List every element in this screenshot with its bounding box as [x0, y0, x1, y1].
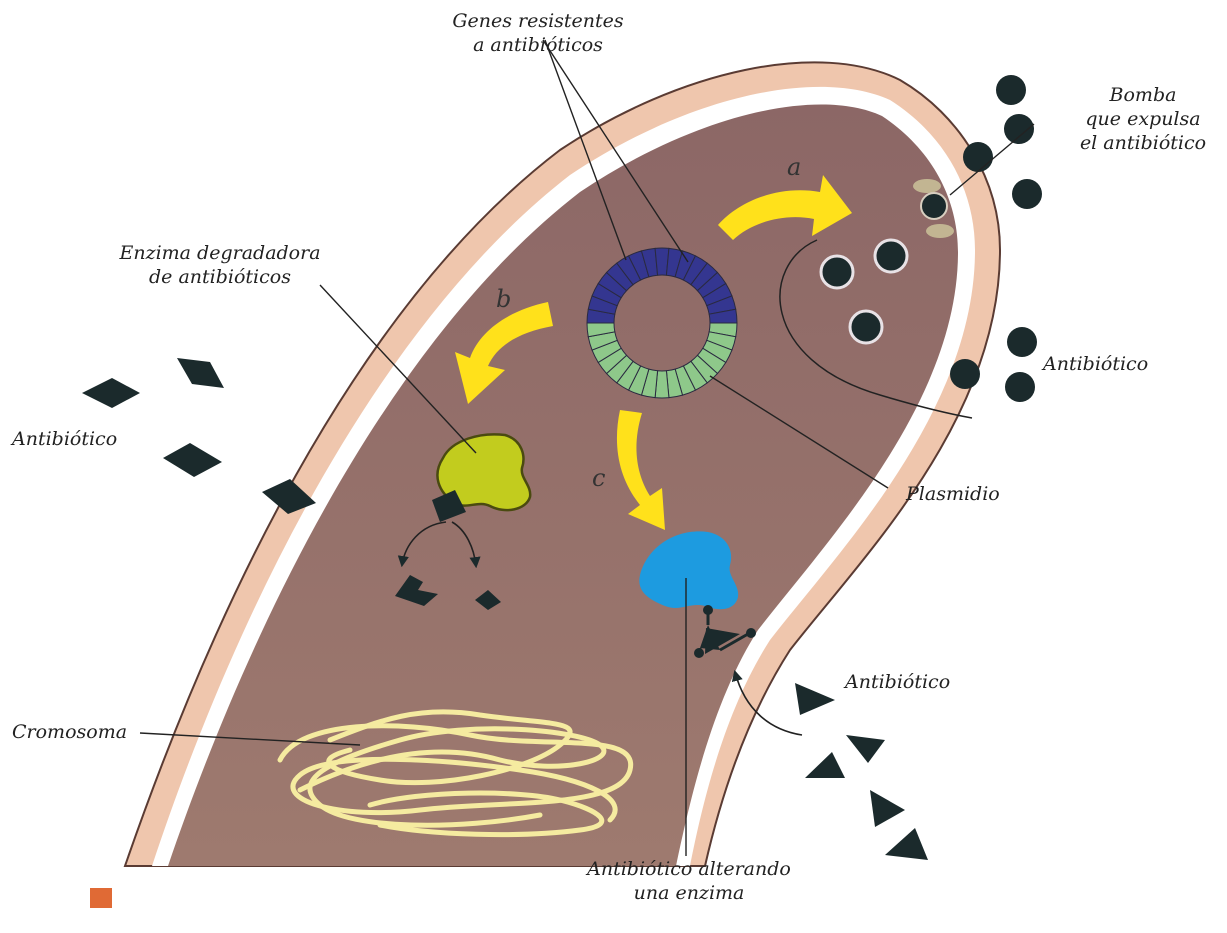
mechanism-a: a	[787, 153, 801, 181]
label-pump-line2: que expulsa	[1060, 108, 1226, 132]
label-genes-line2: a antibióticos	[448, 34, 628, 58]
label-altering-line2: una enzima	[534, 882, 844, 906]
label-enzyme-degrading: Enzima degradadora de antibióticos	[115, 242, 325, 290]
mechanism-b: b	[496, 285, 511, 313]
label-antibiotic-left: Antibiótico	[12, 428, 117, 452]
label-pump-line1: Bomba	[1060, 84, 1226, 108]
label-antibiotic-altering: Antibiótico alterando una enzima	[534, 858, 844, 906]
label-antibiotic-right-bottom: Antibiótico	[845, 671, 950, 695]
label-pump: Bomba que expulsa el antibiótico	[1060, 84, 1226, 155]
corner-marker	[90, 888, 112, 908]
label-enzyme-line2: de antibióticos	[115, 266, 325, 290]
label-antibiotic-right-top: Antibiótico	[1043, 353, 1148, 377]
antibiotic-triangles	[795, 683, 928, 860]
label-altering-line1: Antibiótico alterando	[534, 858, 844, 882]
mechanism-c: c	[592, 464, 605, 492]
label-chromosome: Cromosoma	[12, 721, 127, 745]
label-enzyme-line1: Enzima degradadora	[115, 242, 325, 266]
label-genes-line1: Genes resistentes	[448, 10, 628, 34]
label-genes: Genes resistentes a antibióticos	[448, 10, 628, 58]
label-pump-line3: el antibiótico	[1060, 132, 1226, 156]
label-plasmid: Plasmidio	[906, 483, 1000, 507]
